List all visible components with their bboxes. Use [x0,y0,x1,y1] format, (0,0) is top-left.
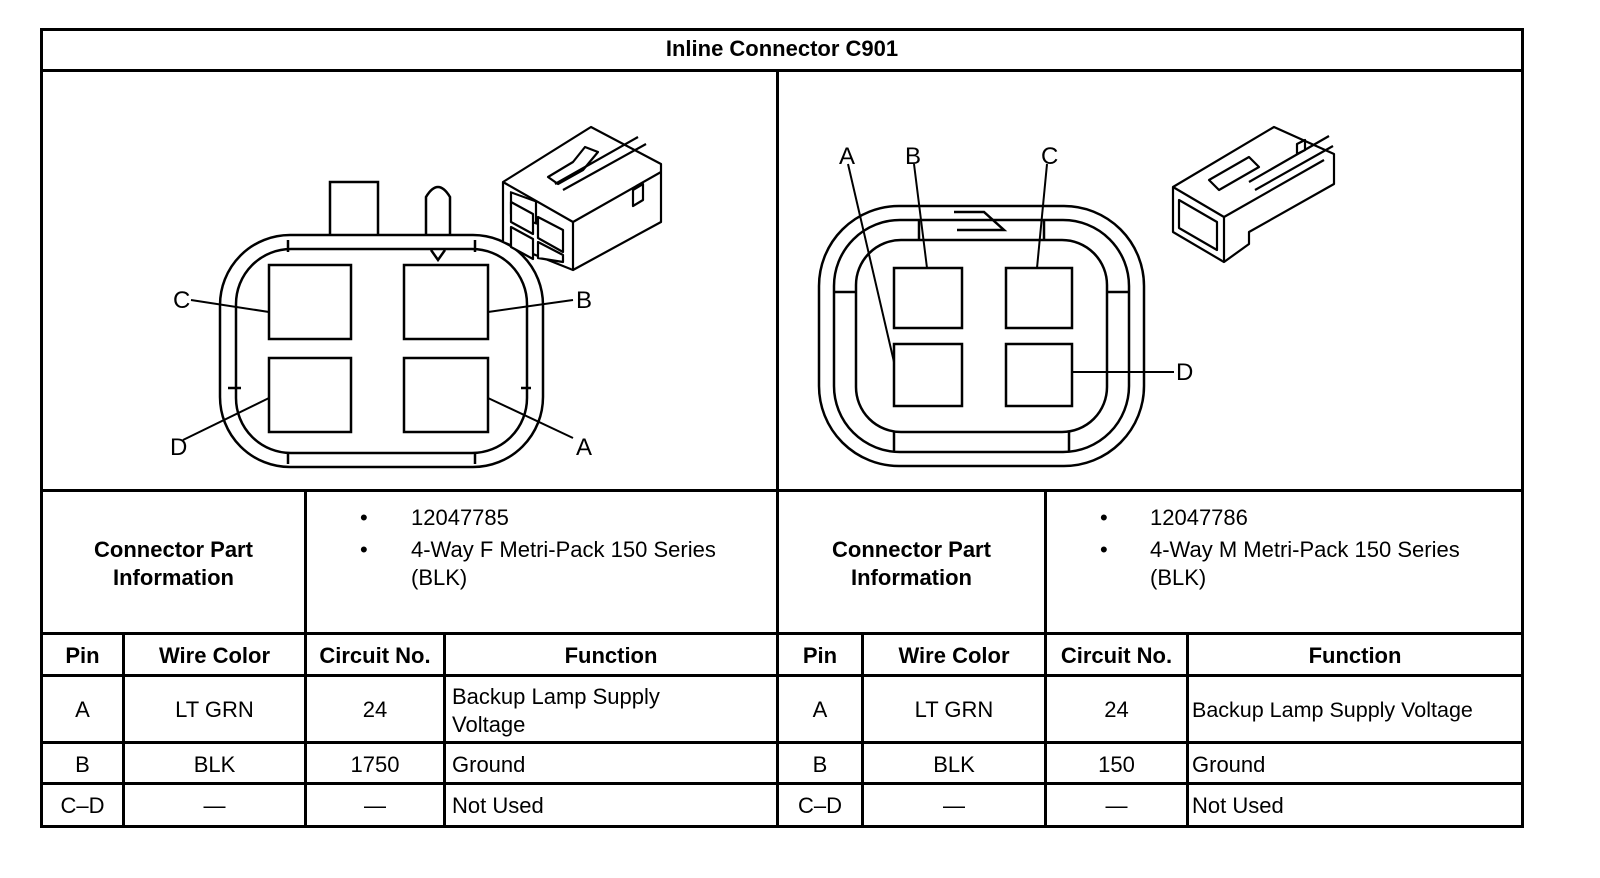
left-row-a-wire: LT GRN [175,697,254,722]
left-circuit-col [443,632,446,828]
right-row-cd-function: Not Used [1192,793,1284,818]
left-row-a-function-2: Voltage [452,712,526,737]
left-bullet-2: • [360,537,368,562]
left-row-cd-function: Not Used [452,793,544,818]
right-part-info-label-2: Information [851,565,972,590]
right-row-b-wire: BLK [933,752,975,777]
right-row-b-circuit: 150 [1098,752,1135,777]
left-row-b-wire: BLK [193,752,236,777]
male-pin-label-a: A [839,143,855,170]
right-row-b-pin: B [812,752,828,777]
left-row-b-function: Ground [452,752,526,777]
right-row-a-circuit: 24 [1104,697,1129,722]
male-pin-label-c: C [1041,143,1058,170]
left-row-cd-wire: — [203,793,226,818]
right-row-a-pin: A [812,697,828,722]
left-header-pin: Pin [65,643,100,668]
right-description-2: (BLK) [1150,565,1207,590]
left-description-2: (BLK) [411,565,468,590]
female-pin-label-d: D [170,434,187,461]
left-row-a-function-1: Backup Lamp Supply [452,684,660,709]
right-header-pin: Pin [802,643,838,668]
right-pin-col [861,632,864,828]
connector-sheet [40,28,1524,828]
left-info-divider [304,489,307,828]
right-row-a-function: Backup Lamp Supply Voltage [1192,698,1473,722]
female-pin-label-a: A [576,434,592,461]
female-pin-label-c: C [173,287,190,314]
left-part-info-label-2: Information [113,565,234,590]
part-info-divider [40,632,1524,635]
right-row-a-wire: LT GRN [914,697,994,722]
male-pin-label-d: D [1176,359,1193,386]
right-bullet-2: • [1100,537,1108,562]
left-row-cd-pin: C–D [60,793,105,818]
right-circuit-col [1186,632,1189,828]
left-row-b-circuit: 1750 [350,752,400,777]
female-pin-label-b: B [576,287,592,314]
right-row-cd-pin: C–D [797,793,842,818]
male-connector-diagram: A B C D [817,125,1336,468]
left-header-wire-color: Wire Color [158,643,271,668]
right-bullet-1: • [1100,505,1108,530]
male-pin-label-b: B [905,143,921,170]
right-row-cd-circuit: — [1105,793,1128,818]
female-connector-diagram: C B D A [170,125,663,469]
left-pin-col [122,632,125,828]
right-row-b-function: Ground [1192,752,1266,777]
page-title: Inline Connector C901 [665,36,899,61]
row-b-divider [40,782,1524,785]
left-header-function: Function [564,643,658,668]
right-header-wire-color: Wire Color [898,643,1010,668]
left-row-a-pin: A [75,697,90,722]
diagram-divider [40,489,1524,492]
title-divider [40,69,1524,72]
left-row-cd-circuit: — [364,793,386,818]
left-row-a-circuit: 24 [362,697,388,722]
header-divider [40,674,1524,677]
right-row-cd-wire: — [943,793,965,818]
right-info-divider [1044,489,1047,828]
left-part-info-label-1: Connector Part [94,537,253,562]
left-header-circuit: Circuit No. [319,643,431,668]
right-header-function: Function [1308,643,1402,668]
center-divider [776,69,779,828]
left-part-number: 12047785 [411,505,509,530]
right-header-circuit: Circuit No. [1060,643,1173,668]
right-part-number: 12047786 [1150,505,1248,530]
left-row-b-pin: B [75,752,90,777]
left-description-1: 4-Way F Metri-Pack 150 Series [411,537,716,562]
row-a-divider [40,741,1524,744]
right-part-info-label-1: Connector Part [832,537,991,562]
left-bullet-1: • [360,505,368,530]
right-description-1: 4-Way M Metri-Pack 150 Series [1150,537,1460,562]
